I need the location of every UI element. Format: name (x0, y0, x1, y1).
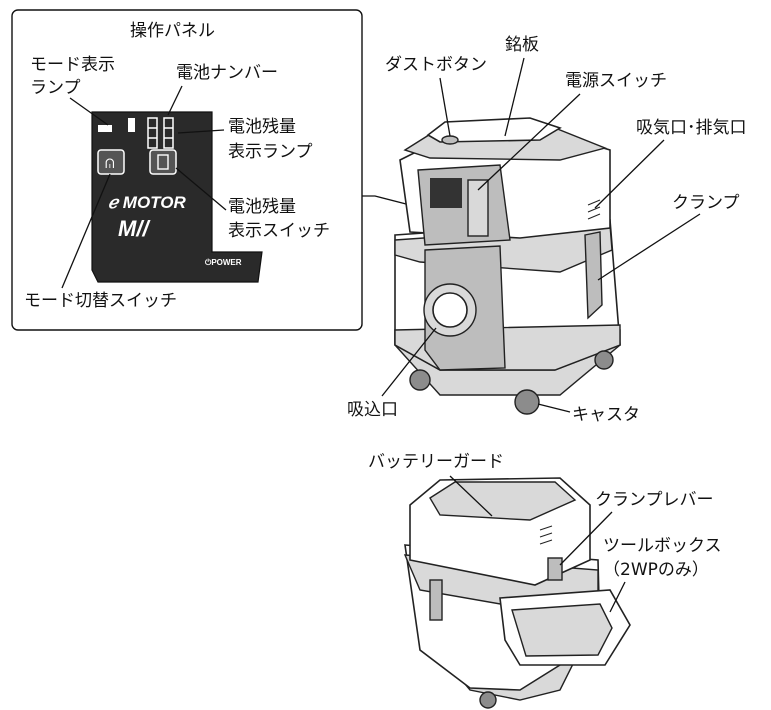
caster-rear (479, 691, 497, 709)
operation-panel-inset: 操作パネル ᕬ ℯ MOTOR M// ⏻POWER モード表示 ランプ 電池ナ… (11, 9, 363, 331)
mode-lamp-label-1: モード表示 (30, 55, 115, 75)
mode-lamp-leader (69, 97, 109, 126)
top-machine (394, 117, 621, 415)
clamp-lever-label: クランプレバー (595, 490, 714, 510)
mode-lamp-indicator-2 (128, 118, 135, 132)
toolbox-label-2: （2WPのみ） (603, 560, 709, 580)
nameplate-label: 銘板 (505, 35, 539, 55)
mode-lamp-indicator (98, 125, 112, 132)
bottom-machine (403, 477, 631, 709)
power-label: ⏻POWER (205, 258, 242, 267)
battery-switch-button[interactable] (149, 149, 177, 175)
nameplate-leader (504, 57, 525, 137)
vent-leader (594, 139, 665, 209)
inset-connector (362, 195, 411, 206)
intake-leader (381, 327, 437, 397)
mode-switch-icon: ᕬ (105, 157, 115, 172)
battery-switch-label-2: 表示スイッチ (228, 221, 330, 241)
battery-level-lamps (147, 117, 174, 149)
machine-control-panel (430, 178, 462, 208)
battery-switch-leader (175, 167, 227, 211)
control-panel-face (91, 111, 263, 283)
battery-number-leader (167, 85, 183, 116)
clamp-lever[interactable] (547, 557, 563, 581)
intake-label: 吸込口 (347, 400, 398, 420)
mode-switch-label: モード切替スイッチ (24, 291, 177, 311)
dust-button-label: ダストボタン (385, 55, 487, 75)
mode-switch-leader (61, 173, 111, 289)
clamp-leader (597, 213, 701, 281)
battery-guard-leader (449, 475, 493, 517)
clamp-label: クランプ (672, 193, 740, 213)
power-switch-leader (477, 93, 581, 191)
dust-button-leader (439, 77, 451, 137)
mode-switch-button[interactable] (97, 149, 125, 175)
emotor-logo: ℯ MOTOR (108, 193, 186, 212)
clamp[interactable] (584, 231, 603, 320)
toolbox-leader (609, 581, 626, 613)
toolbox-label-1: ツールボックス (603, 536, 722, 556)
caster-leader (537, 403, 571, 413)
dust-button[interactable] (441, 135, 459, 145)
caster-left (409, 369, 431, 391)
battery-number-label: 電池ナンバー (176, 63, 278, 83)
caster-right (594, 350, 614, 370)
power-switch-label: 電源スイッチ (565, 71, 667, 91)
mode-lamp-label-2: ランプ (30, 78, 81, 98)
battery-guard-label: バッテリーガード (368, 452, 504, 472)
panel-title: 操作パネル (130, 21, 215, 41)
clamp-lever-leader (559, 511, 613, 566)
caster-label: キャスタ (572, 405, 640, 425)
caster-front (514, 389, 540, 415)
machine-power-switch[interactable] (467, 179, 489, 237)
vent-label: 吸気口･排気口 (636, 118, 747, 138)
battery-switch-label-1: 電池残量 (228, 197, 296, 217)
battery-lamp-label-2: 表示ランプ (228, 142, 313, 162)
left-clamp (429, 579, 443, 621)
multivolt-logo: M// (118, 216, 151, 241)
battery-lamp-label-1: 電池残量 (228, 117, 296, 137)
battery-icon (157, 154, 169, 170)
battery-lamp-leader (177, 129, 225, 134)
